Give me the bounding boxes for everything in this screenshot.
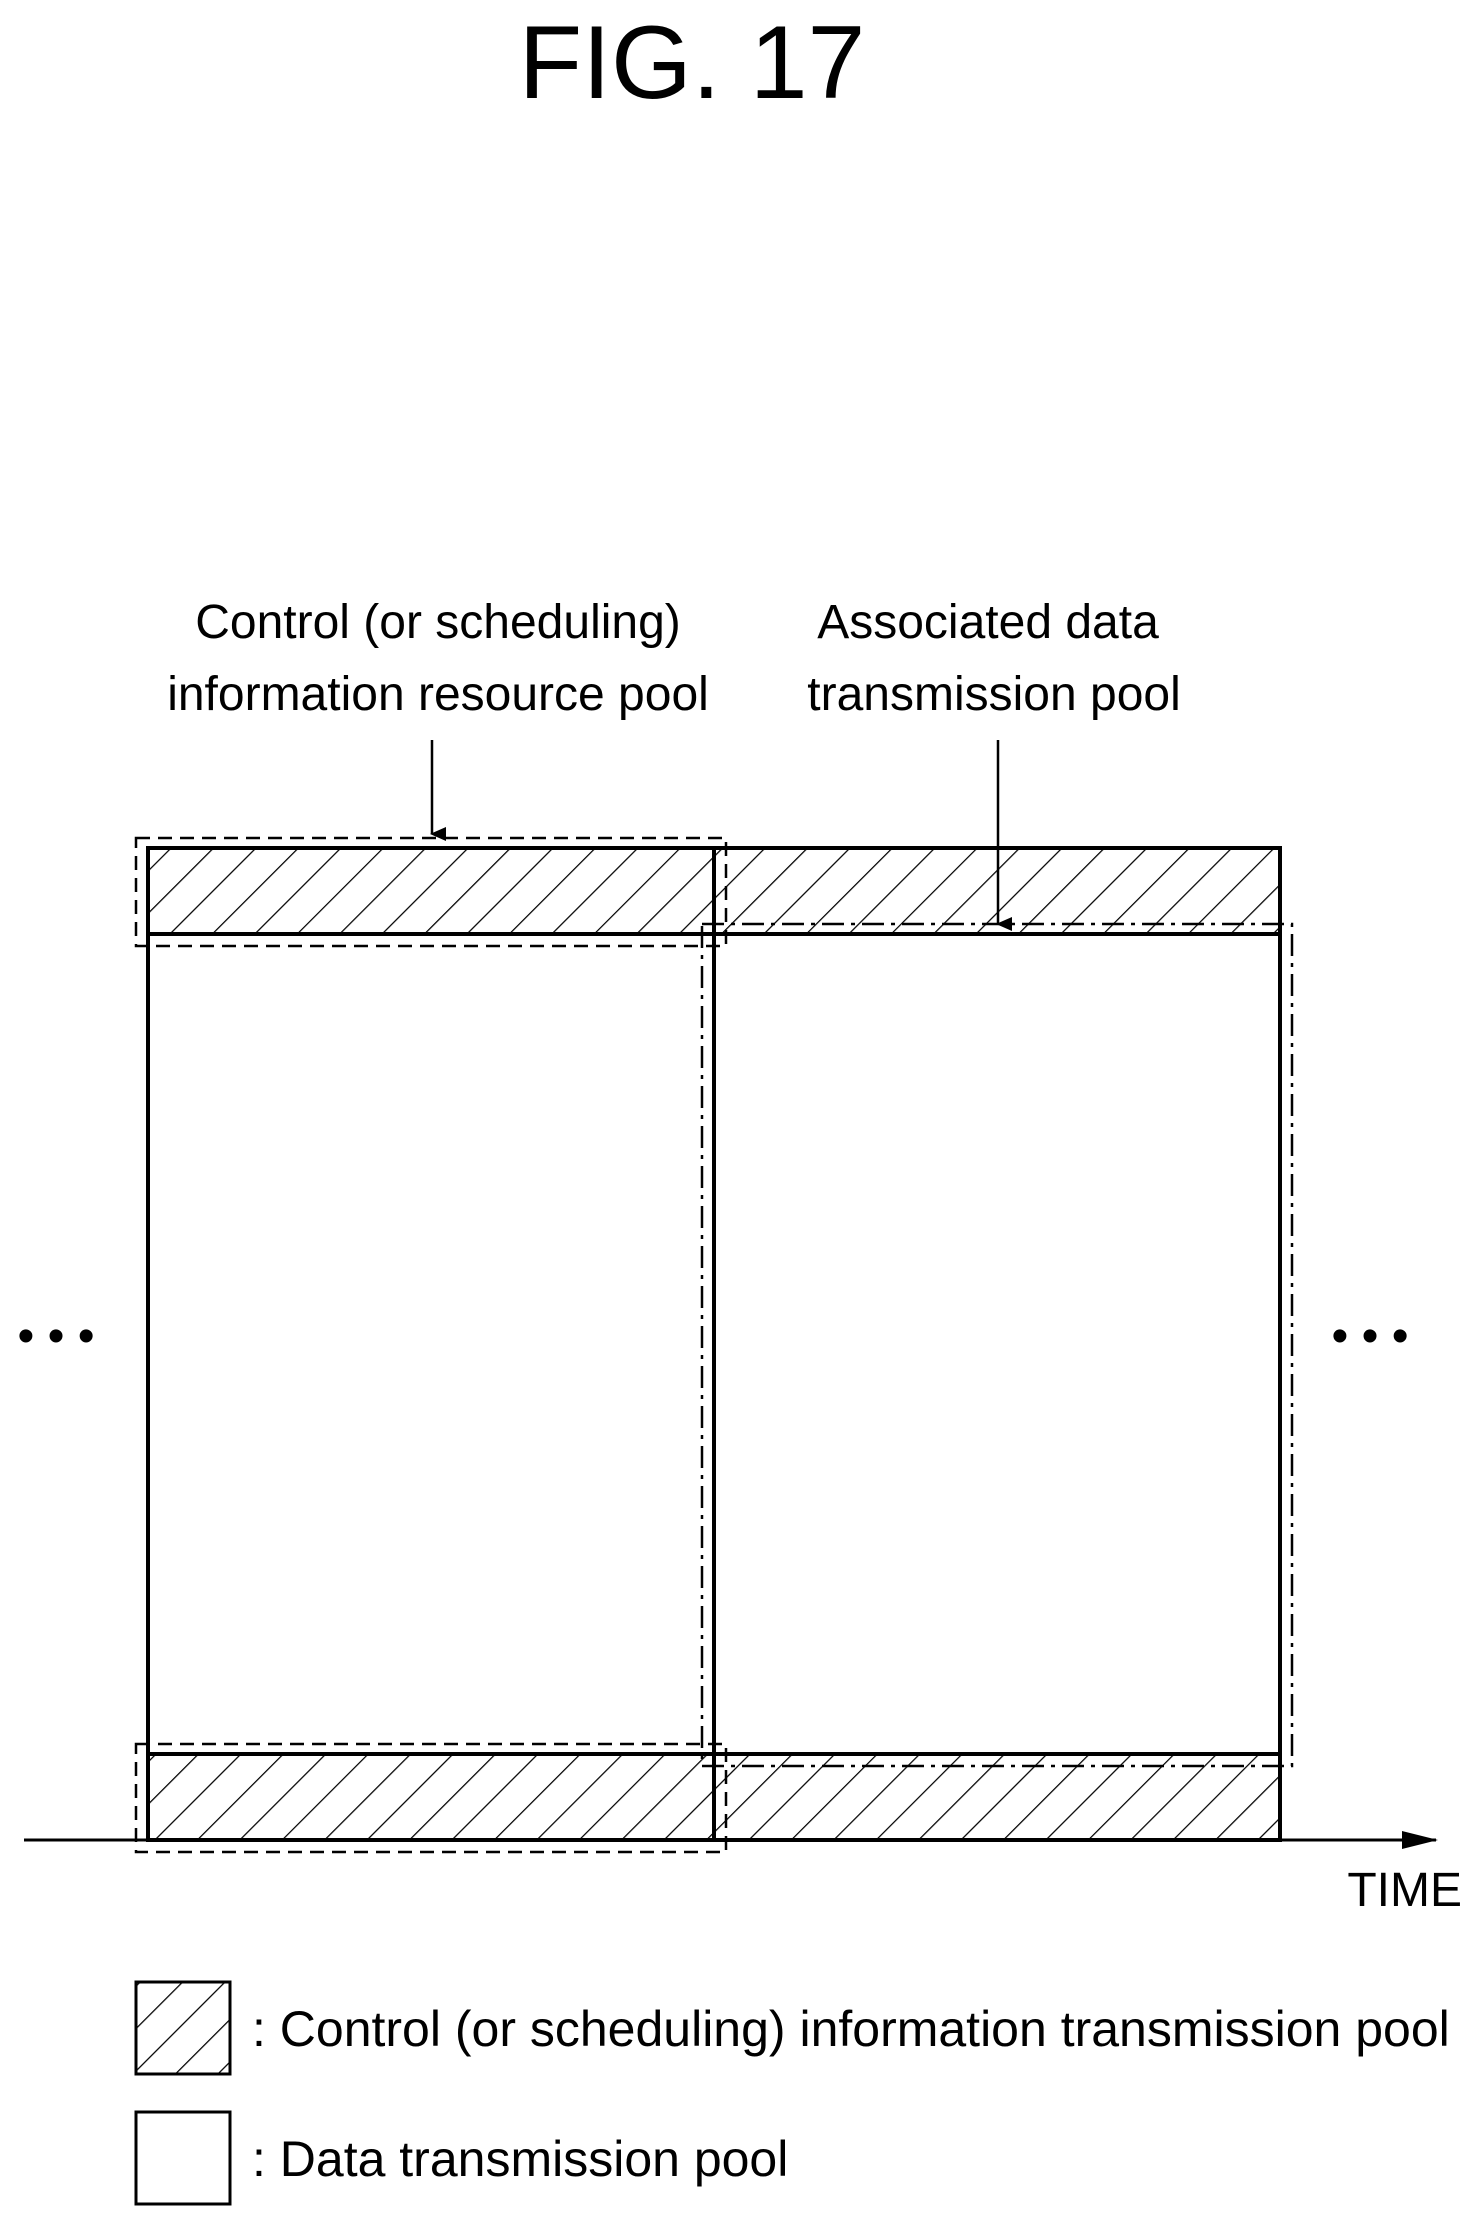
control-pool-label-line1: Control (or scheduling) — [195, 596, 681, 649]
data-block-right — [714, 934, 1280, 1754]
control-band-top-left — [148, 848, 714, 934]
legend-plain-swatch — [136, 2112, 230, 2204]
legend-hatched-label: : Control (or scheduling) information tr… — [252, 2001, 1450, 2057]
data-block-left — [148, 934, 714, 1754]
control-band-bottom-left — [148, 1754, 714, 1840]
data-pool-label-line2: transmission pool — [807, 668, 1181, 721]
ellipsis-left: • • • — [17, 1310, 94, 1363]
data-pool-label-line1: Associated data — [817, 596, 1159, 649]
control-band-top-right — [714, 848, 1280, 934]
ellipsis-right: • • • — [1331, 1310, 1408, 1363]
figure-title: FIG. 17 — [519, 5, 866, 121]
time-axis-label: TIME — [1347, 1864, 1462, 1917]
legend-hatched-swatch — [136, 1982, 230, 2074]
control-pool-label-line2: information resource pool — [167, 668, 709, 721]
legend-plain-label: : Data transmission pool — [252, 2131, 788, 2187]
